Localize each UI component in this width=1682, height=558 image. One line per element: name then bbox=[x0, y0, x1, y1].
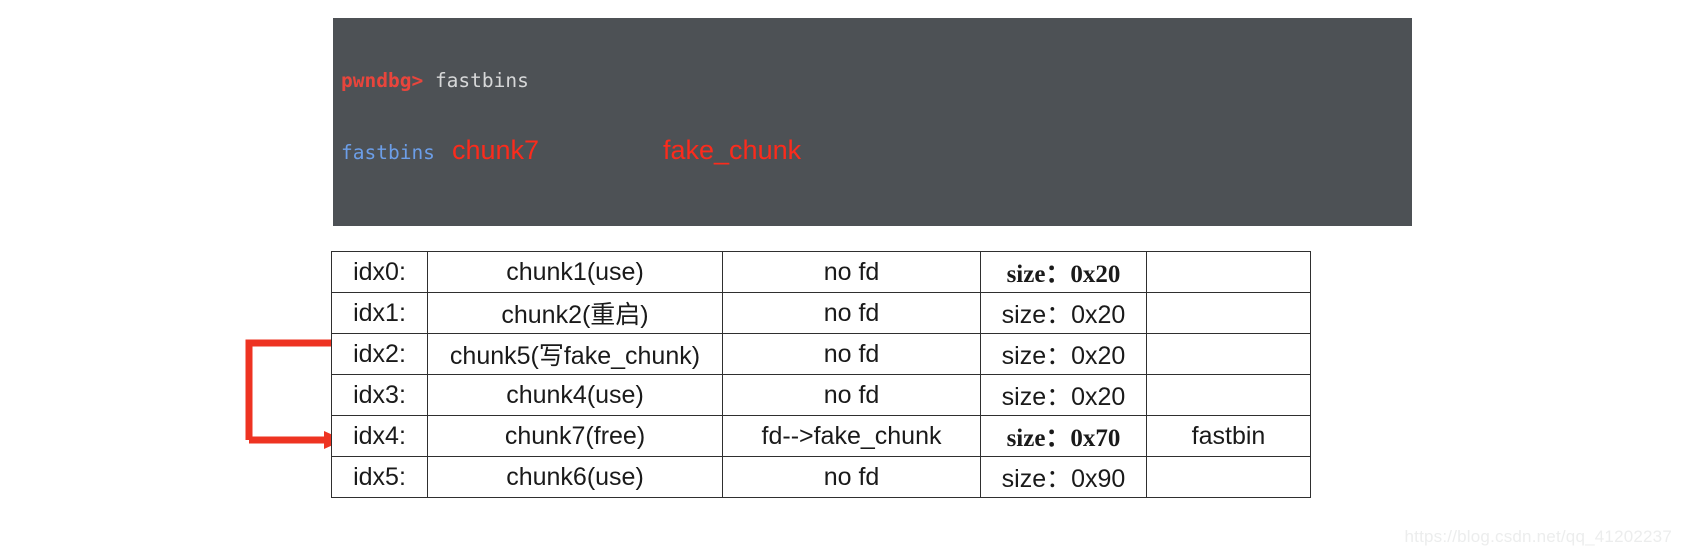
cell-chunk: chunk1(use) bbox=[427, 251, 723, 293]
cell-fd: no fd bbox=[722, 333, 981, 375]
cell-bin bbox=[1146, 456, 1311, 498]
table-row: idx3: chunk4(use) no fd size：0x20 bbox=[331, 374, 1311, 416]
cell-bin bbox=[1146, 292, 1311, 334]
table-row: idx0: chunk1(use) no fd size：0x20 bbox=[331, 251, 1311, 293]
cell-idx: idx1: bbox=[331, 292, 428, 334]
table-row: idx2: chunk5(写fake_chunk) no fd size：0x2… bbox=[331, 333, 1311, 375]
cell-bin: fastbin bbox=[1146, 415, 1311, 457]
cell-bin bbox=[1146, 374, 1311, 416]
cell-idx: idx0: bbox=[331, 251, 428, 293]
csdn-watermark: https://blog.csdn.net/qq_41202237 bbox=[1404, 527, 1672, 546]
cell-chunk: chunk2(重启) bbox=[427, 292, 723, 334]
terminal-heading: fastbins bbox=[341, 141, 435, 164]
cell-idx: idx3: bbox=[331, 374, 428, 416]
annotation-fake-chunk: fake_chunk bbox=[663, 135, 802, 165]
terminal-prompt: pwndbg> bbox=[341, 69, 424, 92]
chunk-layout-table: idx0: chunk1(use) no fd size：0x20 idx1: … bbox=[331, 251, 1311, 498]
annotation-chunk7: chunk7 bbox=[452, 135, 540, 165]
cell-fd: no fd bbox=[722, 292, 981, 334]
cell-bin bbox=[1146, 251, 1311, 293]
cell-chunk: chunk4(use) bbox=[427, 374, 723, 416]
cell-chunk: chunk7(free) bbox=[427, 415, 723, 457]
cell-chunk: chunk5(写fake_chunk) bbox=[427, 333, 723, 375]
cell-fd: no fd bbox=[722, 456, 981, 498]
cell-size: size：0x20 bbox=[980, 251, 1147, 293]
cell-fd: no fd bbox=[722, 374, 981, 416]
cell-size: size：0x20 bbox=[980, 333, 1147, 375]
cell-chunk: chunk6(use) bbox=[427, 456, 723, 498]
cell-size: size：0x90 bbox=[980, 456, 1147, 498]
cell-idx: idx5: bbox=[331, 456, 428, 498]
cell-size: size：0x20 bbox=[980, 374, 1147, 416]
table-row: idx1: chunk2(重启) no fd size：0x20 bbox=[331, 292, 1311, 334]
cell-idx: idx2: bbox=[331, 333, 428, 375]
cell-size: size：0x20 bbox=[980, 292, 1147, 334]
terminal-prompt-line: pwndbg> fastbins bbox=[341, 69, 1412, 93]
pwndbg-terminal: pwndbg> fastbins fastbins 0x20: 0x0 0x30… bbox=[333, 18, 1412, 226]
cell-fd: no fd bbox=[722, 251, 981, 293]
cell-idx: idx4: bbox=[331, 415, 428, 457]
cell-size: size：0x70 bbox=[980, 415, 1147, 457]
cell-bin bbox=[1146, 333, 1311, 375]
terminal-command: fastbins bbox=[434, 69, 529, 92]
cell-fd: fd-->fake_chunk bbox=[722, 415, 981, 457]
table-row: idx4: chunk7(free) fd-->fake_chunk size：… bbox=[331, 415, 1311, 457]
table-row: idx5: chunk6(use) no fd size：0x90 bbox=[331, 456, 1311, 498]
